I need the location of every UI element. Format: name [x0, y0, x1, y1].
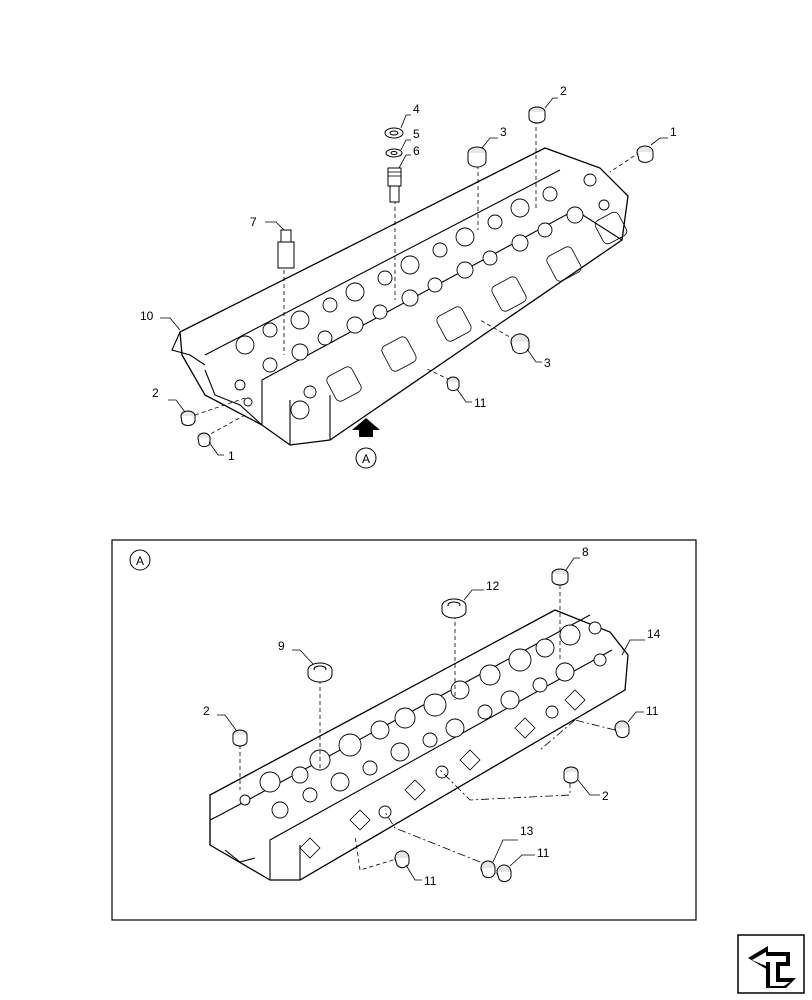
callout-2-left: 2: [152, 386, 159, 400]
callout-9: 9: [278, 639, 285, 653]
view-direction-arrow: [352, 418, 380, 437]
cup-plug-1-left: [197, 432, 211, 448]
detail-view-frame: [111, 539, 697, 921]
callout-4: 4: [413, 102, 420, 116]
cup-plug-11-detail-bottom-right: [496, 864, 512, 883]
callout-11-detail-bottom-left: 11: [424, 874, 437, 888]
cup-plug-11-detail-bottom-left: [394, 850, 410, 869]
callout-10: 10: [140, 309, 154, 323]
callout-2-detail-left: 2: [203, 704, 210, 718]
sleeve-6: [387, 167, 402, 203]
view-marker-upper-label: A: [362, 452, 370, 466]
callout-2-top: 2: [560, 84, 567, 98]
cup-plug-11-detail-right: [614, 720, 630, 739]
cup-plug-2-top: [528, 106, 546, 124]
cup-plug-2-detail-bottom: [563, 766, 579, 784]
cup-plug-3-side: [510, 333, 530, 355]
cup-plug-2-detail-left: [232, 729, 248, 747]
cylinder-head-upper: [171, 147, 629, 446]
detail-callout-labels: 8 12 14 9 2 11 2 13 11 11: [203, 545, 661, 888]
callout-11-detail-bottom-right: 11: [537, 846, 550, 860]
upper-callout-leaders: [160, 97, 668, 456]
callout-1-left: 1: [228, 449, 235, 463]
callout-3-top: 3: [500, 125, 507, 139]
callout-8: 8: [582, 545, 589, 559]
cup-plug-1-right: [636, 145, 654, 163]
view-marker-detail-label: A: [136, 554, 144, 568]
detail-callout-leaders: [217, 557, 645, 881]
cup-plug-8: [551, 568, 569, 586]
cup-plug-11-upper: [446, 376, 460, 392]
seal-ring-9: [307, 662, 333, 683]
cup-plug-3-top: [467, 146, 487, 168]
upper-leader-lines: [194, 120, 641, 438]
detail-leader-lines: [239, 585, 616, 871]
callout-7: 7: [250, 215, 257, 229]
upper-callout-labels: 1 2 3 4 5 6 7 10 3 11 2 1: [140, 84, 677, 463]
return-arrow-icon[interactable]: [737, 934, 805, 994]
callout-3-right: 3: [544, 356, 551, 370]
callout-6: 6: [413, 144, 420, 158]
cylinder-head-detail: [209, 609, 629, 881]
callout-13: 13: [520, 824, 534, 838]
callout-11-detail-right: 11: [646, 704, 659, 718]
callout-14: 14: [647, 627, 661, 641]
view-marker-detail: A: [129, 549, 151, 571]
callout-11-upper: 11: [474, 396, 487, 410]
seal-ring-12: [441, 598, 467, 619]
callout-12: 12: [486, 579, 500, 593]
dowel-7: [277, 229, 295, 269]
washer-4: [384, 127, 404, 139]
view-marker-upper: A: [355, 447, 377, 469]
callout-1-right: 1: [670, 125, 677, 139]
callout-2-detail-bottom: 2: [602, 789, 609, 803]
washer-5: [385, 148, 403, 158]
cup-plug-13: [480, 860, 496, 879]
cup-plug-2-left: [180, 410, 196, 426]
callout-5: 5: [413, 127, 420, 141]
